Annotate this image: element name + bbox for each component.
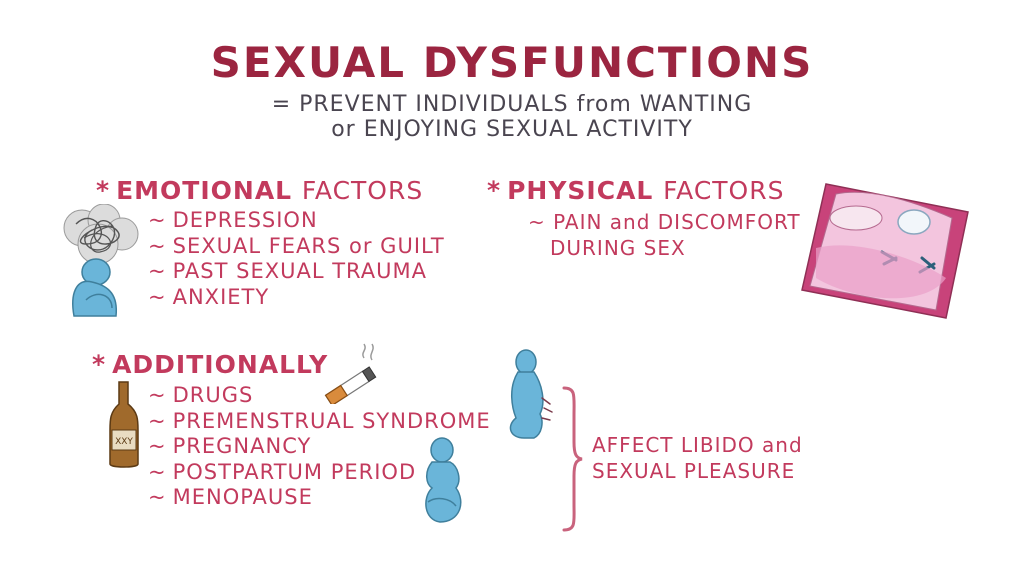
emotional-factors-heading: *EMOTIONAL FACTORS	[96, 176, 424, 205]
list-item: ~ANXIETY	[148, 284, 270, 309]
hunched-figure	[72, 258, 118, 317]
list-item: ~POSTPARTUM PERIOD	[148, 459, 417, 484]
curly-brace-icon	[562, 386, 583, 532]
list-item: ~PAST SEXUAL TRAUMA	[148, 259, 428, 283]
asterisk-bullet: *	[487, 176, 502, 205]
physical-factor-line-2: DURING SEX	[550, 236, 686, 260]
sad-person-icon	[63, 204, 139, 317]
premenstrual-woman-icon	[509, 349, 553, 439]
sick-person-in-bed-icon	[801, 183, 969, 319]
tangled-thoughts-cloud-icon	[63, 204, 139, 265]
asterisk-bullet: *	[92, 350, 107, 379]
list-item: ~PREGNANCY	[148, 434, 312, 458]
pregnant-woman-icon	[425, 437, 462, 523]
emotional-factors-list: ~DEPRESSION ~SEXUAL FEARS or GUILT ~PAST…	[148, 208, 445, 310]
list-item: ~DEPRESSION	[148, 208, 318, 232]
additionally-heading: *ADDITIONALLY	[92, 350, 329, 379]
effect-line-1: AFFECT LIBIDO and	[592, 433, 803, 457]
physical-factors-heading: *PHYSICAL FACTORS	[487, 176, 785, 205]
list-item: ~DRUGS	[148, 383, 254, 407]
definition-line-2: or ENJOYING SEXUAL ACTIVITY	[331, 117, 693, 142]
list-item: ~MENOPAUSE	[148, 485, 313, 509]
asterisk-bullet: *	[96, 176, 111, 205]
cigarette-icon	[324, 343, 377, 404]
beer-bottle-icon: XXY	[109, 381, 139, 468]
additional-factors-list: ~DRUGS ~PREMENSTRUAL SYNDROME ~PREGNANCY…	[148, 383, 491, 511]
page-title: SEXUAL DYSFUNCTIONS	[210, 38, 814, 87]
list-item: ~PREMENSTRUAL SYNDROME	[148, 408, 491, 433]
list-item: ~SEXUAL FEARS or GUILT	[148, 233, 445, 258]
physical-factor-line-1: ~ PAIN and DISCOMFORT	[528, 210, 801, 234]
effect-line-2: SEXUAL PLEASURE	[592, 459, 796, 483]
definition-line-1: = PREVENT INDIVIDUALS from WANTING	[271, 92, 753, 117]
bottle-label: XXY	[115, 437, 133, 447]
